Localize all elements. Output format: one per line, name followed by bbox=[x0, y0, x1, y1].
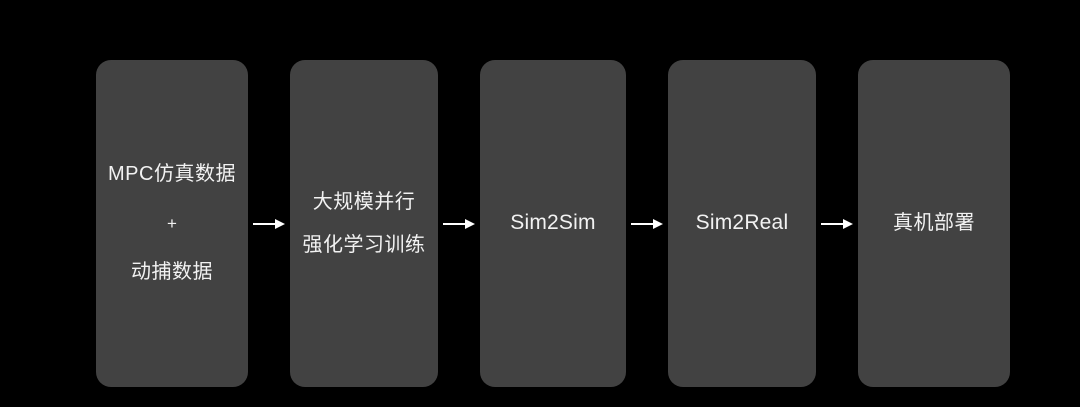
flow-node-label-group: 真机部署 bbox=[858, 213, 1010, 234]
flow-arrow-1 bbox=[250, 60, 288, 387]
flow-node-real-deploy[interactable]: 真机部署 bbox=[858, 60, 1010, 387]
flow-arrow-2 bbox=[440, 60, 478, 387]
flow-node-label-line: + bbox=[167, 213, 177, 233]
flow-node-label-line: Sim2Sim bbox=[510, 211, 596, 235]
flow-arrow-3 bbox=[628, 60, 666, 387]
arrow-right-icon bbox=[253, 216, 285, 232]
flow-node-label-group: Sim2Sim bbox=[480, 212, 626, 234]
flow-node-label-line: 大规模并行 bbox=[312, 190, 416, 213]
flow-node-label-line: Sim2Real bbox=[695, 211, 789, 235]
arrow-right-icon bbox=[443, 216, 475, 232]
flow-node-label-line: MPC仿真数据 bbox=[108, 162, 236, 185]
flow-node-data-sources[interactable]: MPC仿真数据 + 动捕数据 bbox=[96, 60, 248, 387]
arrow-right-icon bbox=[821, 216, 853, 232]
flow-node-label-group: MPC仿真数据 + 动捕数据 bbox=[96, 162, 248, 284]
flow-node-training[interactable]: 大规模并行 强化学习训练 bbox=[290, 60, 438, 387]
flow-arrow-4 bbox=[818, 60, 856, 387]
pipeline-flow: MPC仿真数据 + 动捕数据 大规模并行 强化学习训练 bbox=[96, 60, 1010, 387]
flow-node-label-group: 大规模并行 强化学习训练 bbox=[290, 190, 438, 256]
flow-node-label-line: 真机部署 bbox=[893, 212, 975, 234]
flow-node-label-line: 动捕数据 bbox=[131, 261, 213, 284]
flow-node-sim2sim[interactable]: Sim2Sim bbox=[480, 60, 626, 387]
flow-node-label-line: 强化学习训练 bbox=[302, 233, 426, 256]
flow-node-label-group: Sim2Real bbox=[668, 212, 816, 234]
arrow-right-icon bbox=[631, 216, 663, 232]
flow-node-sim2real[interactable]: Sim2Real bbox=[668, 60, 816, 387]
